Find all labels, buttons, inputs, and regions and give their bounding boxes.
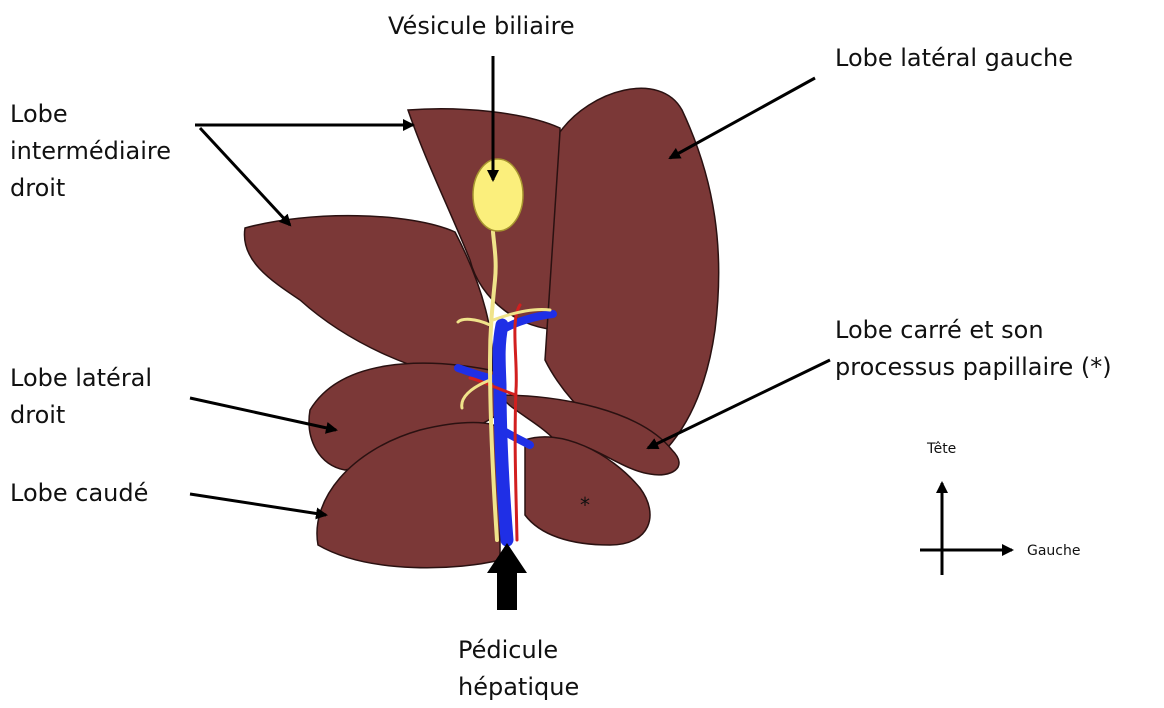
label-caudate-lobe: Lobe caudé — [10, 475, 148, 512]
label-square-lobe: Lobe carré et son processus papillaire (… — [835, 312, 1112, 386]
orientation-axes — [920, 483, 1012, 575]
label-right-lateral-lobe: Lobe latéral droit — [10, 360, 152, 434]
papillary-marker: * — [580, 493, 590, 517]
arrow-left-lateral — [670, 78, 815, 158]
label-left-lateral-lobe: Lobe latéral gauche — [835, 40, 1073, 77]
right-intermediate-lobe-lower — [244, 216, 492, 385]
hepatic-artery — [515, 305, 520, 540]
liver-lobes — [244, 88, 718, 567]
label-left: Gauche — [1027, 543, 1080, 559]
arrow-intermediate-lower — [200, 128, 290, 225]
label-hepatic-pedicle: Pédicule hépatique — [458, 632, 579, 706]
label-right-intermediate-lobe: Lobe intermédiaire droit — [10, 96, 171, 208]
label-gallbladder: Vésicule biliaire — [388, 8, 575, 45]
gallbladder-shape — [473, 159, 523, 231]
label-head: Tête — [927, 441, 956, 457]
arrow-caudate — [190, 494, 326, 515]
